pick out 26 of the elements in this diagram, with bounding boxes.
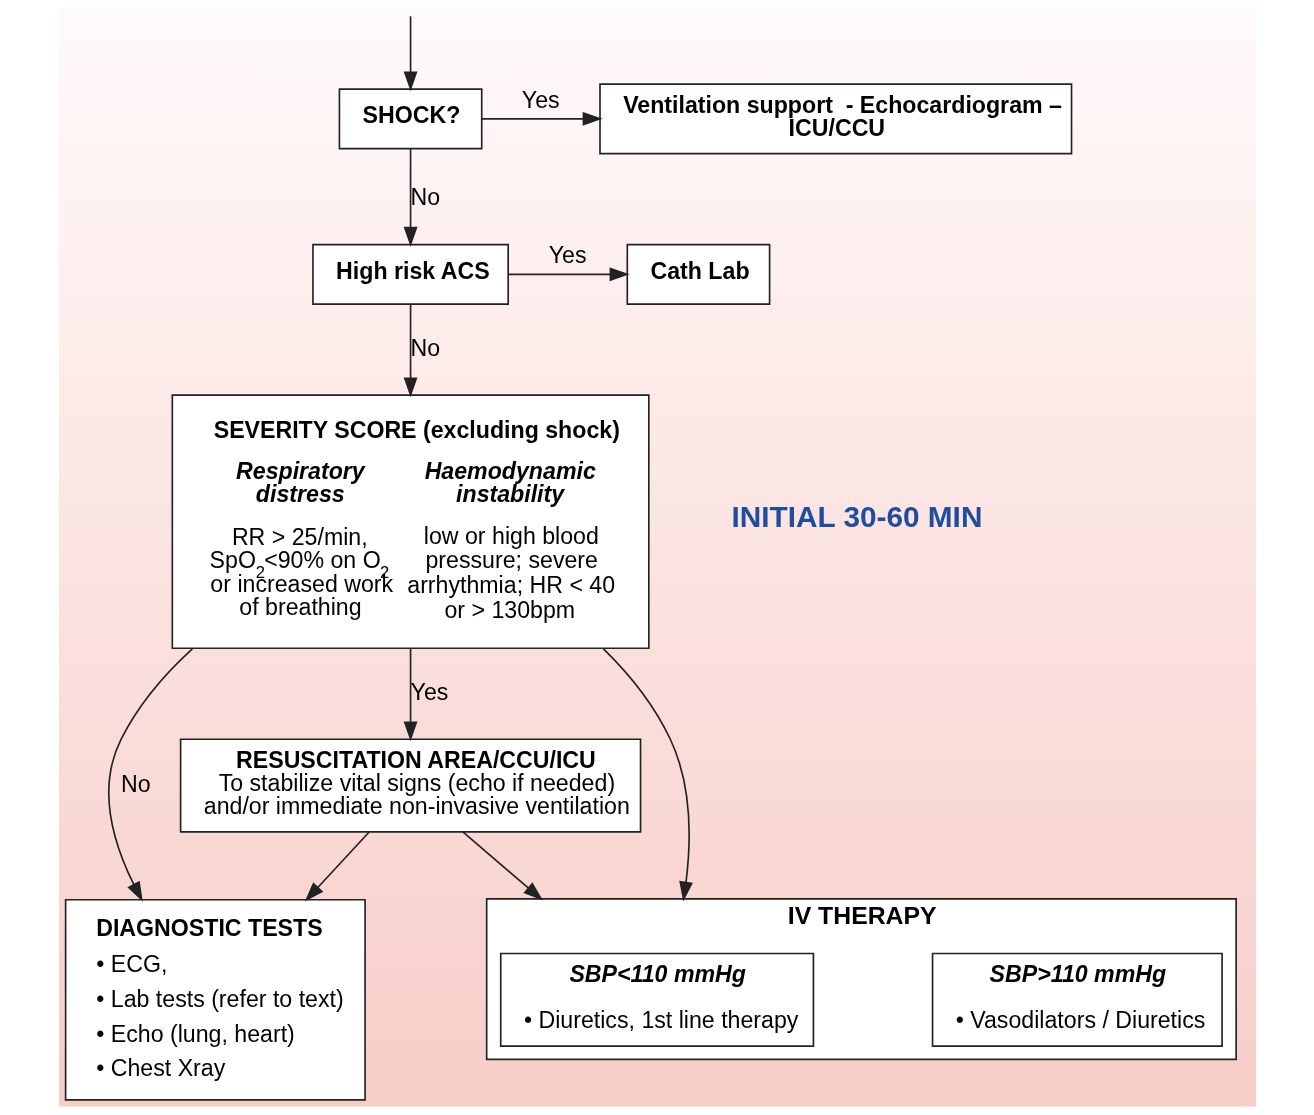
node-box: Ventilation support - Echocardiogram – ICU/CCU — [598, 83, 1072, 155]
arrow — [480, 111, 602, 126]
arrow — [403, 148, 418, 247]
arrow — [461, 831, 543, 901]
node-box: SBP>110 mmHg • Vasodilators / Diuretics — [931, 952, 1223, 1047]
node-box: Cath Lab — [626, 243, 770, 305]
arrow — [507, 267, 629, 282]
edge-label: Yes — [548, 242, 586, 269]
edge-label: No — [120, 770, 151, 797]
node-box: SBP<110 mmHg • Diuretics, 1st line therapy — [499, 952, 814, 1047]
node-box: RESUSCITATION AREA/CCU/ICU To stabilize vital signs (echo if needed) and/or immediate non-invasive ventilation — [179, 738, 641, 833]
arrow — [403, 15, 418, 92]
edge-label: No — [410, 334, 440, 361]
edge-label: No — [410, 184, 440, 211]
label: INITIAL 30-60 MIN — [731, 500, 982, 534]
arrow — [403, 647, 418, 742]
edge-label: Yes — [521, 86, 560, 113]
arrow — [304, 831, 370, 902]
node-box: SHOCK? — [338, 88, 483, 150]
node-box: DIAGNOSTIC TESTS • ECG, • Lab tests (refer to text) • Echo (lung, heart) • Chest Xray — [64, 898, 366, 1101]
arrow — [107, 648, 193, 902]
edge-label: Yes — [410, 678, 448, 705]
node-box: High risk ACS — [311, 243, 509, 305]
node-box: SEVERITY SCORE (excluding shock) Respiratory distress Haemodynamic instability RR > 25/min, SpO$_{2}$<90% on O$_{2}$ or increased work of breathing low or high blood pressure; severe arrhythmia; HR < 40 or > 130bpm — [171, 394, 650, 650]
arrow — [403, 303, 418, 398]
arrow — [602, 648, 693, 902]
